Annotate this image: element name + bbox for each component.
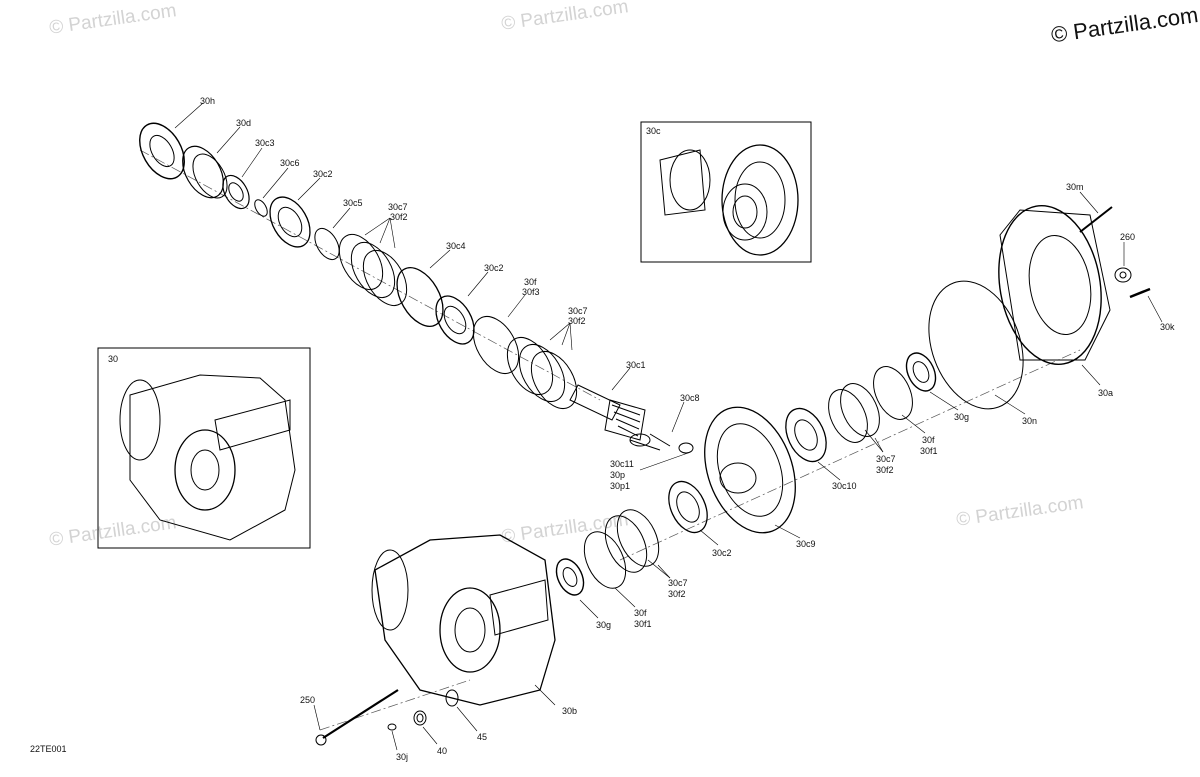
ring-30c5[interactable] xyxy=(310,224,344,263)
callout-label: 30c8 xyxy=(680,393,700,403)
callout-label: 30p1 xyxy=(610,481,630,491)
nut-260[interactable] xyxy=(1114,267,1132,283)
bolt-30k[interactable] xyxy=(1129,287,1151,299)
seal-30g-lower[interactable] xyxy=(551,555,589,600)
callout-label: 30c9 xyxy=(796,539,816,549)
callout-label: 260 xyxy=(1120,232,1135,242)
bushing-40[interactable] xyxy=(413,710,427,726)
callout-label: 30f2 xyxy=(876,465,894,475)
callout-label: 30c1 xyxy=(626,360,646,370)
shims-30c7-right[interactable] xyxy=(821,360,920,448)
spacer-30c8[interactable] xyxy=(629,433,694,454)
callout-label: 30f2 xyxy=(390,212,408,222)
callout-label: 250 xyxy=(300,695,315,705)
ring-30c4[interactable] xyxy=(388,260,453,334)
callout-label: 30f1 xyxy=(920,446,938,456)
bearing-cup-30d[interactable] xyxy=(174,139,234,204)
label-inset-30: 30 xyxy=(108,354,118,364)
shim-30f[interactable] xyxy=(464,309,528,382)
label-inset-30c: 30c xyxy=(646,126,661,136)
bearing-30c2-lower[interactable] xyxy=(661,475,715,538)
callout-label: 30c4 xyxy=(446,241,466,251)
bolt-30m[interactable] xyxy=(1079,206,1113,233)
callout-label: 30j xyxy=(396,752,408,762)
callout-label: 30c11 xyxy=(610,459,634,469)
callout-label: 30k xyxy=(1160,322,1175,332)
callout-label: 30m xyxy=(1066,182,1084,192)
bearing-30c10[interactable] xyxy=(778,402,834,468)
bearing-cone-30c3[interactable] xyxy=(217,171,254,213)
pinion-gear-30c1[interactable] xyxy=(569,384,646,441)
callout-label: 30f1 xyxy=(634,619,652,629)
shims-30c7-middle[interactable] xyxy=(498,330,586,417)
callout-label: 30c6 xyxy=(280,158,300,168)
callout-label: 30f xyxy=(524,277,537,287)
gear-set-inset xyxy=(640,121,812,263)
callout-label: 30h xyxy=(200,96,215,106)
callout-label: 30a xyxy=(1098,388,1113,398)
leader-lines xyxy=(174,102,1163,751)
bearing-30c2-upper[interactable] xyxy=(262,190,318,254)
callout-label: 30c2 xyxy=(712,548,732,558)
seal-30h[interactable] xyxy=(131,116,194,187)
callout-label: 30c7 xyxy=(668,578,688,588)
housing-cover-30a[interactable] xyxy=(987,198,1113,373)
callout-label: 30f xyxy=(634,608,647,618)
callout-label: 30c5 xyxy=(343,198,363,208)
callout-label: 30c2 xyxy=(313,169,333,179)
callout-label: 30n xyxy=(1022,416,1037,426)
callout-label: 30c7 xyxy=(568,306,588,316)
callout-label: 30d xyxy=(236,118,251,128)
bearing-30c2-middle[interactable] xyxy=(428,289,482,350)
callout-label: 30b xyxy=(562,706,577,716)
callout-label: 45 xyxy=(477,732,487,742)
long-bolt-250[interactable] xyxy=(315,689,399,746)
callout-label: 30f2 xyxy=(568,316,586,326)
callout-label: 30c2 xyxy=(484,263,504,273)
callout-label: 30c3 xyxy=(255,138,275,148)
ring-45[interactable] xyxy=(445,689,459,707)
callout-label: 30g xyxy=(954,412,969,422)
ring-30c6[interactable] xyxy=(252,198,270,219)
callout-label: 30p xyxy=(610,470,625,480)
callout-label: 30f xyxy=(922,435,935,445)
callout-label: 30c7 xyxy=(388,202,408,212)
part-30j[interactable] xyxy=(387,723,397,731)
callout-label: 40 xyxy=(437,746,447,756)
housing-30b[interactable] xyxy=(371,534,556,706)
callout-label: 30f3 xyxy=(522,287,540,297)
ring-gear-30c9[interactable] xyxy=(688,395,811,546)
diagram-code: 22TE001 xyxy=(30,744,67,754)
callout-label: 30c7 xyxy=(876,454,896,464)
axis-lines xyxy=(139,149,1081,731)
callout-label: 30f2 xyxy=(668,589,686,599)
seal-30g-right[interactable] xyxy=(901,348,941,395)
o-ring-30n[interactable] xyxy=(912,268,1040,422)
shims-30c7-lower[interactable] xyxy=(576,503,667,595)
main-housing-inset xyxy=(97,347,311,549)
callout-label: 30g xyxy=(596,620,611,630)
shims-30c7-upper[interactable] xyxy=(330,227,415,313)
callout-label: 30c10 xyxy=(832,481,857,491)
